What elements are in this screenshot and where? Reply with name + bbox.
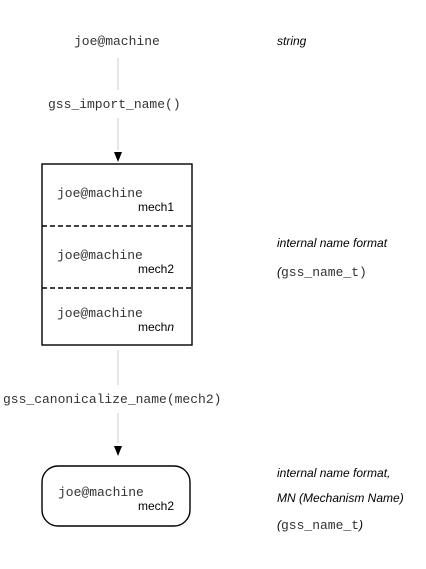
internal-entry-3-name: joe@machine xyxy=(57,306,143,321)
internal-entry-1-name: joe@machine xyxy=(57,186,143,201)
input-name: joe@machine xyxy=(74,34,160,49)
internal-entry-2-mech: mech2 xyxy=(138,262,175,276)
label-mn-type: (gss_name_t) xyxy=(277,518,364,533)
label-internal-type: (gss_name_t) xyxy=(277,265,367,280)
internal-entry-1-mech: mech1 xyxy=(138,200,175,214)
internal-entry-3-mech: mechn xyxy=(138,320,175,334)
label-mn-mechanism-name: MN (Mechanism Name) xyxy=(277,491,404,505)
arrowhead-import xyxy=(114,152,122,162)
label-mn-format: internal name format, xyxy=(277,466,391,480)
mn-entry-mech: mech2 xyxy=(138,499,175,513)
label-internal-format: internal name format xyxy=(277,236,388,250)
mn-entry-name: joe@machine xyxy=(58,485,144,500)
call-canonicalize-name: gss_canonicalize_name(mech2) xyxy=(3,392,222,407)
mn-box xyxy=(41,465,191,527)
internal-name-box xyxy=(41,163,193,346)
arrowhead-canonicalize xyxy=(114,446,122,456)
internal-entry-2-name: joe@machine xyxy=(57,248,143,263)
label-string: string xyxy=(277,34,307,48)
call-import-name: gss_import_name() xyxy=(48,97,181,112)
